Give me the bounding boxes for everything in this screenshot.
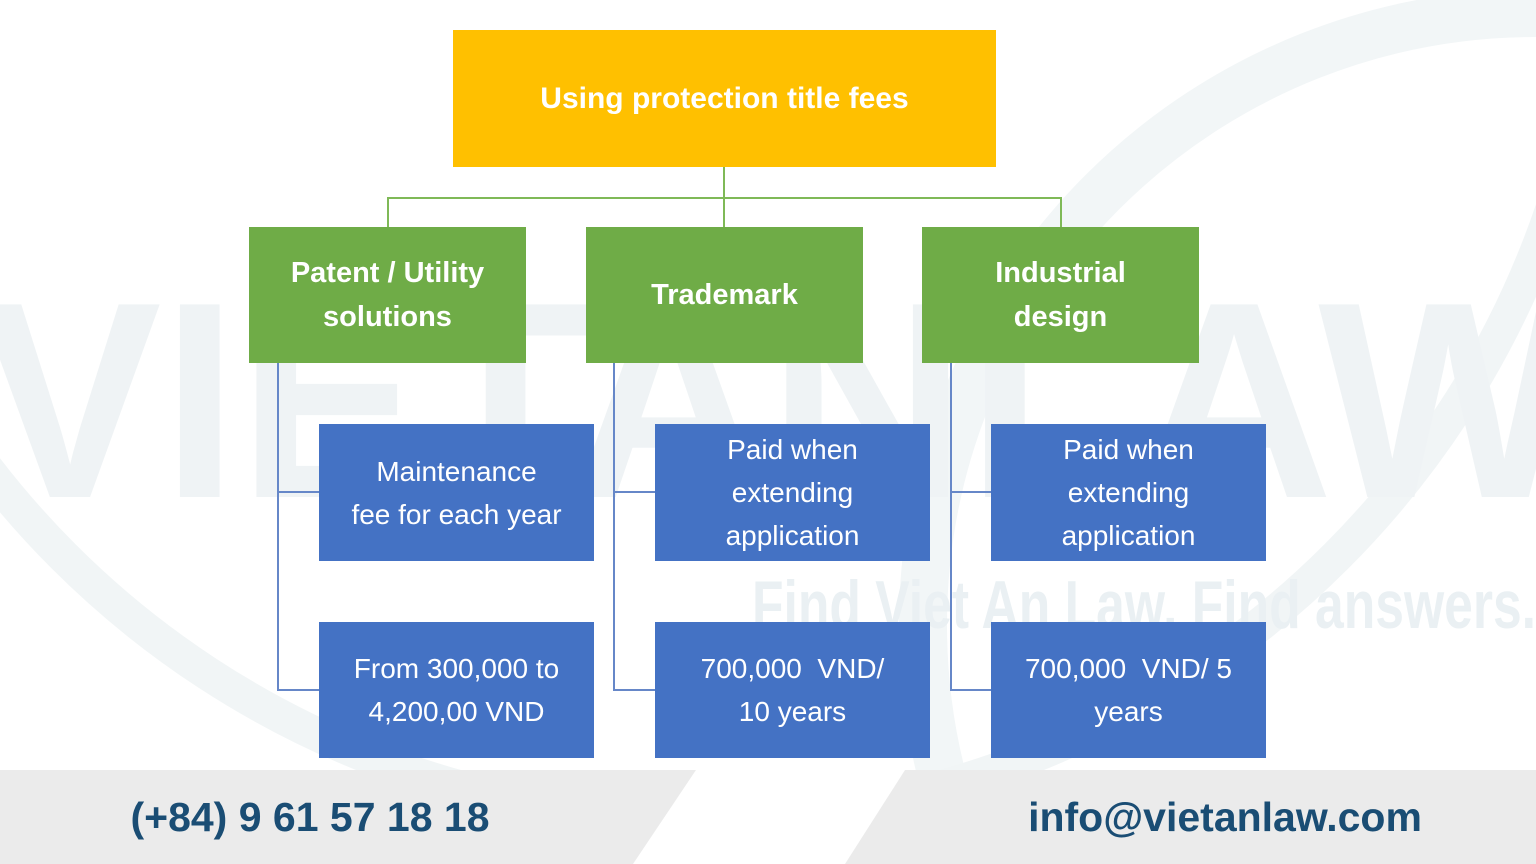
connector-line [613,363,615,691]
column-header-trademark: Trademark [586,227,863,363]
title-box: Using protection title fees [453,30,996,167]
fee-box-trademark-2: 700,000 VND/ 10 years [655,622,930,758]
column-header-patent: Patent / Utility solutions [249,227,526,363]
column-header-industrial-design: Industrial design [922,227,1199,363]
footer-panel-left [0,770,696,864]
fee-box-industrial-2: 700,000 VND/ 5 years [991,622,1266,758]
connector-line [1060,197,1062,227]
connector-line [950,491,992,493]
footer-panel-right [845,770,1536,864]
email-address: info@vietanlaw.com [1028,794,1422,840]
connector-line [277,363,279,691]
connector-line [950,689,992,691]
fee-box-patent-2: From 300,000 to 4,200,00 VND [319,622,594,758]
phone-number: (+84) 9 61 57 18 18 [130,794,490,840]
connector-line [950,363,952,691]
fee-box-industrial-1: Paid when extending application [991,424,1266,561]
connector-line [613,689,655,691]
connector-line [277,491,319,493]
footer-bar: (+84) 9 61 57 18 18 info@vietanlaw.com [0,770,1536,864]
connector-line [613,491,655,493]
fee-box-trademark-1: Paid when extending application [655,424,930,561]
connector-line [387,197,1062,199]
connector-line [387,197,389,227]
fee-box-patent-1: Maintenance fee for each year [319,424,594,561]
connector-line [277,689,319,691]
